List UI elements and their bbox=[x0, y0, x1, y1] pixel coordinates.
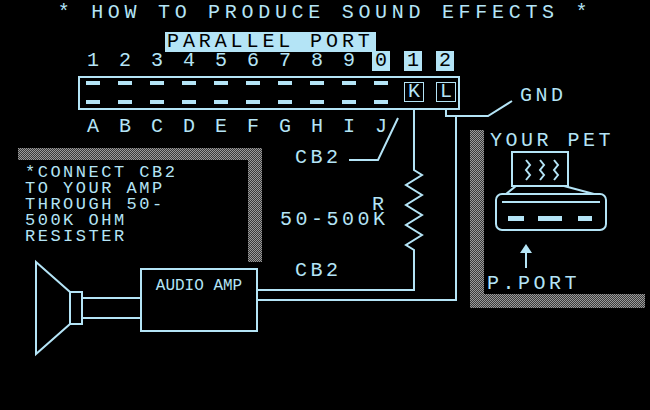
audio-amp-box: AUDIO AMP bbox=[140, 268, 258, 332]
note-panel: *CONNECT CB2 TO YOUR AMP THROUGH 50- 500… bbox=[18, 148, 262, 262]
pin-number: 4 bbox=[180, 51, 198, 71]
pin-number: 0 bbox=[372, 51, 390, 71]
connector-pin bbox=[342, 100, 356, 104]
pin-number: 5 bbox=[212, 51, 230, 71]
pin-letter: J bbox=[372, 117, 390, 137]
port-label: P.PORT bbox=[487, 274, 580, 294]
pin-letter: G bbox=[276, 117, 294, 137]
connector-pin bbox=[342, 81, 356, 85]
pin-letter: K bbox=[404, 82, 424, 102]
connector-pin bbox=[374, 81, 388, 85]
port-title: PARALLEL PORT bbox=[165, 32, 376, 52]
port-arrow bbox=[525, 252, 527, 268]
pet-stand bbox=[506, 186, 516, 194]
speaker-wire bbox=[82, 297, 140, 299]
pin-letter: L bbox=[436, 82, 456, 102]
pet-slot bbox=[538, 216, 562, 221]
pin-number: 7 bbox=[276, 51, 294, 71]
panel-band bbox=[470, 130, 484, 308]
connector-pin bbox=[182, 81, 196, 85]
pin-number: 2 bbox=[436, 51, 454, 71]
panel-band bbox=[248, 148, 262, 262]
page-title: * HOW TO PRODUCE SOUND EFFECTS * bbox=[0, 3, 650, 23]
resistor-wire bbox=[258, 110, 422, 290]
pet-slot bbox=[508, 216, 524, 221]
panel-band bbox=[18, 148, 262, 160]
pet-label: YOUR PET bbox=[490, 131, 614, 151]
pin-letter: E bbox=[212, 117, 230, 137]
pet-monitor bbox=[512, 152, 568, 186]
pin-letter: C bbox=[148, 117, 166, 137]
signal-name: CB2 bbox=[295, 148, 342, 168]
connector-pin bbox=[182, 100, 196, 104]
pin-number: 2 bbox=[116, 51, 134, 71]
pet-panel: YOUR PET P.PORT bbox=[470, 128, 645, 308]
connector-pin bbox=[374, 100, 388, 104]
signal-name: CB2 bbox=[295, 261, 342, 281]
ground-wire bbox=[258, 110, 456, 300]
pin-number: 9 bbox=[340, 51, 358, 71]
panel-band bbox=[470, 294, 645, 308]
connector-pin bbox=[310, 100, 324, 104]
connector-pin bbox=[246, 81, 260, 85]
amp-label: AUDIO AMP bbox=[142, 270, 256, 300]
connector-pin bbox=[310, 81, 324, 85]
pet-screen bbox=[540, 160, 544, 180]
connector-pin bbox=[278, 81, 292, 85]
pin-letter: I bbox=[340, 117, 358, 137]
speaker-cone bbox=[36, 262, 70, 354]
connector-pin bbox=[118, 100, 132, 104]
port-arrow-head bbox=[520, 244, 532, 253]
connector-pin bbox=[214, 100, 228, 104]
parallel-port-connector: PARALLEL PORTKL bbox=[78, 76, 460, 110]
note-text: *CONNECT CB2 TO YOUR AMP THROUGH 50- 500… bbox=[25, 165, 187, 245]
pet-slot bbox=[578, 216, 592, 221]
speaker-wire bbox=[82, 317, 140, 319]
pin-number: 3 bbox=[148, 51, 166, 71]
connector-pin bbox=[214, 81, 228, 85]
pin-number: 8 bbox=[308, 51, 326, 71]
connector-pin bbox=[278, 100, 292, 104]
connector-pin bbox=[86, 81, 100, 85]
connector-pin bbox=[150, 100, 164, 104]
pin-letter: D bbox=[180, 117, 198, 137]
pin-number: 1 bbox=[404, 51, 422, 71]
connector-pin bbox=[150, 81, 164, 85]
pin-letter: F bbox=[244, 117, 262, 137]
pet-stand bbox=[564, 186, 594, 194]
pin-number: 6 bbox=[244, 51, 262, 71]
speaker-magnet bbox=[70, 292, 82, 324]
pet-body-edge bbox=[502, 201, 600, 203]
pet-screen bbox=[526, 160, 530, 180]
pin-letter: A bbox=[84, 117, 102, 137]
cb2-leader bbox=[349, 118, 398, 160]
pin-letter: H bbox=[308, 117, 326, 137]
pet-body bbox=[496, 194, 606, 230]
pin-letter: B bbox=[116, 117, 134, 137]
resistor-value: 50-500K bbox=[280, 210, 389, 230]
gnd-leader bbox=[456, 101, 512, 116]
signal-name: GND bbox=[520, 86, 567, 106]
connector-pin bbox=[246, 100, 260, 104]
pin-number: 1 bbox=[84, 51, 102, 71]
pet-screen bbox=[554, 160, 558, 180]
connector-pin bbox=[86, 100, 100, 104]
connector-pin bbox=[118, 81, 132, 85]
